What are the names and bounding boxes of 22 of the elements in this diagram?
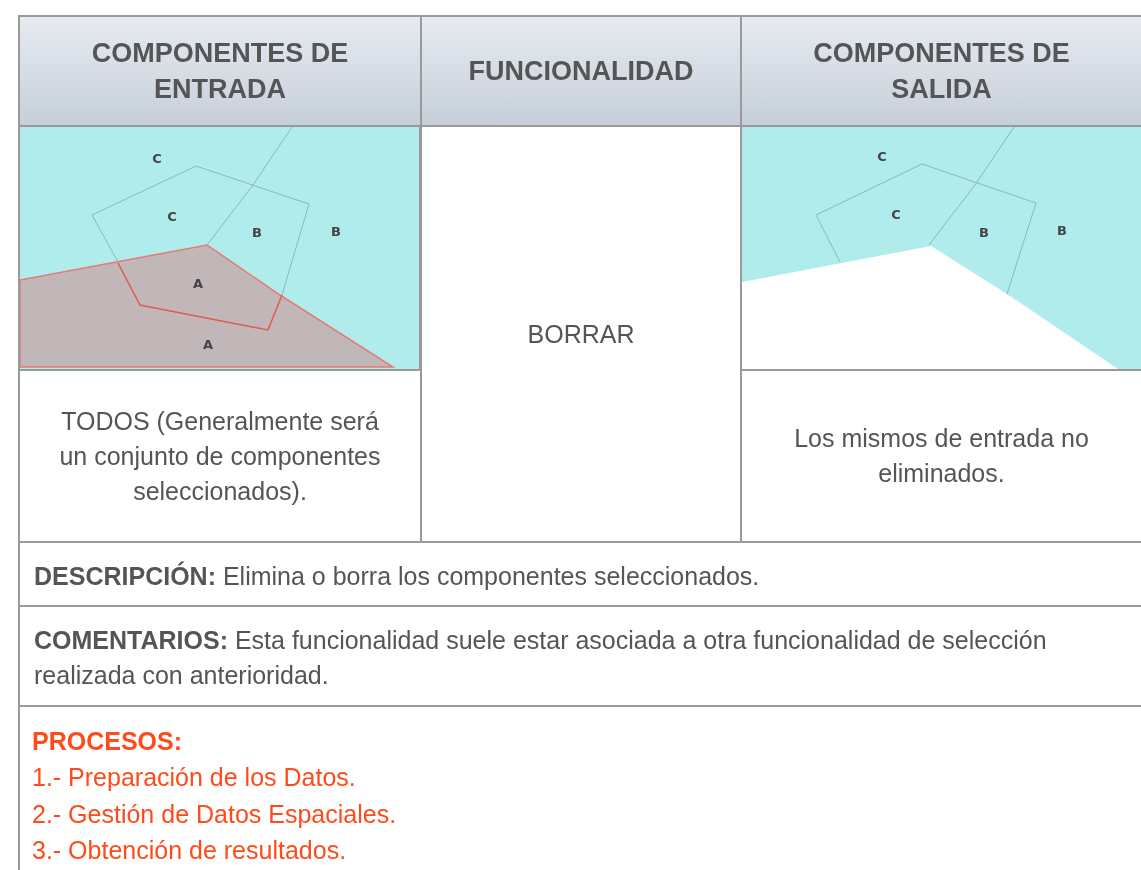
comments-text: COMENTARIOS: Esta funcionalidad suele estar asociada a otra funcionalidad de selección realizada con anterioridad. [34, 626, 1047, 689]
description-text: DESCRIPCIÓN: Elimina o borra los componentes seleccionados. [34, 562, 760, 590]
region-label: C [891, 207, 901, 222]
region-label: B [979, 225, 989, 240]
process-step: 3.- Obtención de resultados. [32, 831, 1129, 868]
process-step: 1.- Preparación de los Datos. [32, 759, 1129, 796]
process-step: 2.- Gestión de Datos Espaciales. [32, 795, 1129, 832]
process-heading: PROCESOS: [32, 726, 184, 757]
region-label: C [877, 149, 887, 164]
column-header: FUNCIONALIDAD [420, 15, 742, 127]
region-label: C [152, 151, 162, 166]
input-components-text: TODOS (Generalmente será un conjunto de componentes seleccionados). [58, 405, 382, 507]
column-header: COMPONENTES DE SALIDA [740, 15, 1141, 127]
region-label: A [202, 337, 214, 352]
region-label: A [192, 276, 204, 291]
column-header: COMPONENTES DE ENTRADA [18, 15, 422, 127]
region-label: C [167, 209, 177, 224]
function-name: BORRAR [527, 318, 635, 350]
output-components-text: Los mismos de entrada no eliminados. [793, 423, 1090, 489]
region-label: B [1057, 223, 1067, 238]
region-label: B [331, 224, 341, 239]
region-label: B [252, 225, 262, 240]
